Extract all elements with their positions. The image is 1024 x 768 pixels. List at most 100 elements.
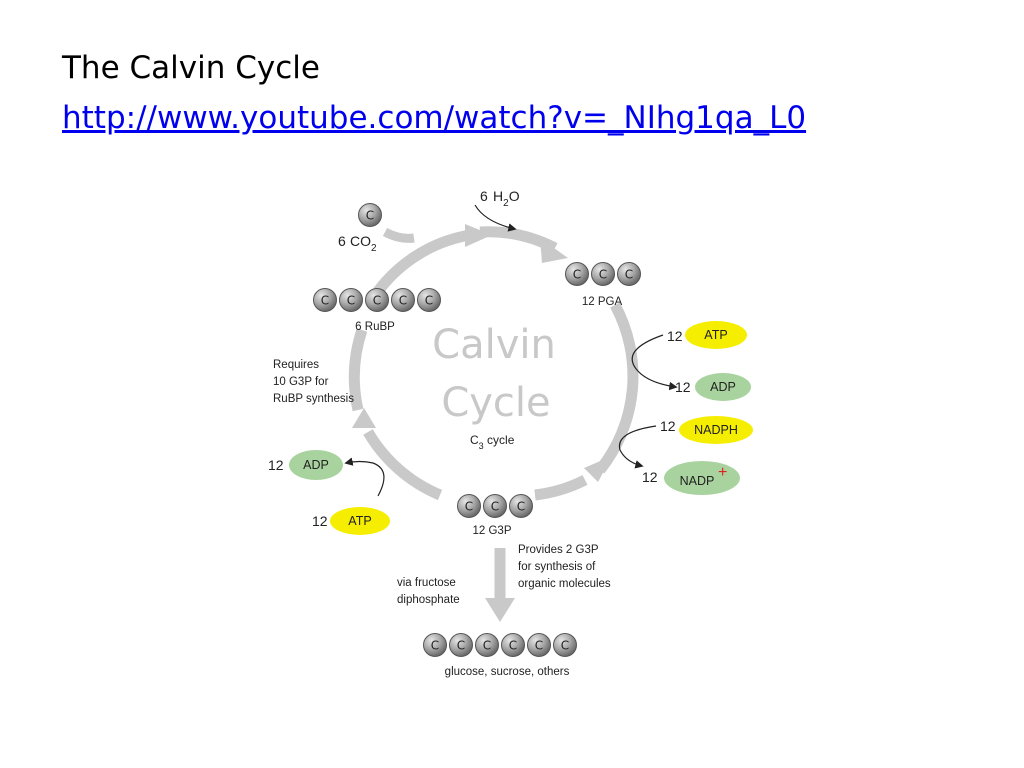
nadph-label: NADPH	[694, 423, 738, 437]
atp-left-pill	[330, 507, 390, 535]
nadp-count: 12	[642, 469, 658, 485]
arc-top-left	[367, 229, 471, 304]
arrowhead-top-1	[465, 224, 492, 247]
center-subtitle: C3 cycle	[470, 433, 515, 451]
pga-label: 12 PGA	[582, 296, 623, 308]
atp-right-arrow	[631, 334, 678, 391]
rubp-carbon-atom	[365, 288, 389, 312]
rubp-carbon-letter: C	[321, 294, 329, 308]
atp-right-count: 12	[667, 328, 683, 344]
adp-left-count: 12	[268, 457, 284, 473]
g3p-carbon-atom	[457, 494, 481, 518]
c3-suffix: cycle	[484, 433, 515, 447]
co2-formula: CO2	[350, 233, 377, 254]
arrowhead-bottom	[485, 598, 515, 622]
co2-carbon-letter: C	[366, 209, 374, 223]
glucose-carbon-letter: C	[457, 639, 465, 653]
svg-text:RuBP synthesis: RuBP synthesis	[273, 393, 354, 405]
glucose-carbon-letter: C	[561, 639, 569, 653]
co2-carbon-atom	[358, 203, 382, 227]
glucose-carbon-letter: C	[431, 639, 439, 653]
arc-bottom-right	[534, 475, 588, 501]
g3p-carbon-letter: C	[517, 500, 525, 514]
atp-left-count: 12	[312, 513, 328, 529]
pga-carbon-atom	[565, 262, 589, 286]
co2-co: CO	[350, 233, 371, 249]
c3-subscript: 3	[479, 441, 484, 451]
glucose-carbon-atom	[475, 633, 499, 657]
glucose-carbon-letter: C	[483, 639, 491, 653]
svg-text:10 G3P for: 10 G3P for	[273, 376, 329, 388]
svg-text:Provides 2 G3P: Provides 2 G3P	[518, 544, 599, 556]
nadph-count: 12	[660, 418, 676, 434]
nadp-label: NADP	[680, 474, 715, 488]
provides-note: Provides 2 G3P for synthesis of organic …	[518, 544, 611, 590]
glucose-carbon-atom	[501, 633, 525, 657]
adp-left-label: ADP	[303, 458, 329, 472]
pga-carbon-letter: C	[599, 268, 607, 282]
rubp-carbon-atom	[417, 288, 441, 312]
atp-left-arrow	[344, 457, 385, 497]
rubp-label: 6 RuBP	[355, 321, 395, 333]
co2-count: 6	[338, 233, 346, 249]
svg-text:Requires: Requires	[273, 359, 319, 371]
rubp-carbon-letter: C	[347, 294, 355, 308]
adp-right-count: 12	[675, 379, 691, 395]
pga-carbon-atom	[591, 262, 615, 286]
carbon-atoms: C C C C C C C C C C C C C C C C C C	[313, 203, 641, 657]
glucose-carbon-atom	[527, 633, 551, 657]
youtube-link[interactable]: http://www.youtube.com/watch?v=_NIhg1qa_…	[62, 100, 807, 136]
rubp-carbon-letter: C	[399, 294, 407, 308]
via-note: via fructose diphosphate	[397, 577, 460, 606]
h2o-subscript: 2	[503, 198, 509, 209]
arc-right	[595, 302, 639, 474]
adp-left-pill	[289, 450, 343, 480]
requires-note: Requires 10 G3P for RuBP synthesis	[273, 359, 354, 405]
rubp-carbon-atom	[391, 288, 415, 312]
pga-carbon-letter: C	[573, 268, 581, 282]
arc-bottom-left	[363, 429, 443, 501]
h2o-arrow	[474, 204, 517, 232]
center-title-line1: Calvin	[432, 322, 556, 368]
h2o-h: H	[493, 188, 503, 204]
glucose-carbon-atom	[449, 633, 473, 657]
arc-left	[348, 328, 368, 412]
svg-text:diphosphate: diphosphate	[397, 594, 460, 606]
atp-left-label: ATP	[348, 514, 371, 528]
adp-right-label: ADP	[710, 380, 736, 394]
glucose-carbon-letter: C	[535, 639, 543, 653]
g3p-carbon-letter: C	[465, 500, 473, 514]
rubp-carbon-atom	[339, 288, 363, 312]
svg-text:organic molecules: organic molecules	[518, 578, 611, 590]
co2-subscript: 2	[371, 243, 377, 254]
arrowhead-top-2	[540, 238, 568, 263]
nadph-arrow	[618, 425, 657, 469]
pga-carbon-atom	[617, 262, 641, 286]
nadph-pill	[679, 416, 753, 444]
rubp-carbon-letter: C	[425, 294, 433, 308]
adp-right-pill	[695, 373, 751, 401]
glucose-carbon-atom	[553, 633, 577, 657]
h2o-o: O	[509, 188, 520, 204]
cycle-arrowheads	[352, 224, 612, 622]
arrowhead-right	[584, 456, 612, 482]
g3p-label: 12 G3P	[473, 525, 512, 537]
glucose-carbon-atom	[423, 633, 447, 657]
glucose-carbon-letter: C	[509, 639, 517, 653]
g3p-carbon-letter: C	[491, 500, 499, 514]
rubp-carbon-atom	[313, 288, 337, 312]
svg-text:via fructose: via fructose	[397, 577, 456, 589]
h2o-formula: H2O	[493, 188, 520, 209]
atp-right-pill	[685, 321, 747, 349]
pga-carbon-letter: C	[625, 268, 633, 282]
rubp-carbon-letter: C	[373, 294, 381, 308]
c3-letter: C	[470, 433, 479, 447]
nadp-pill	[664, 461, 740, 495]
page-title: The Calvin Cycle	[62, 50, 320, 86]
arrowhead-left	[352, 408, 376, 428]
nadp-plus-charge: +	[718, 464, 727, 481]
co2-arrow	[382, 227, 415, 243]
glucose-label: glucose, sucrose, others	[445, 666, 570, 678]
g3p-carbon-atom	[483, 494, 507, 518]
